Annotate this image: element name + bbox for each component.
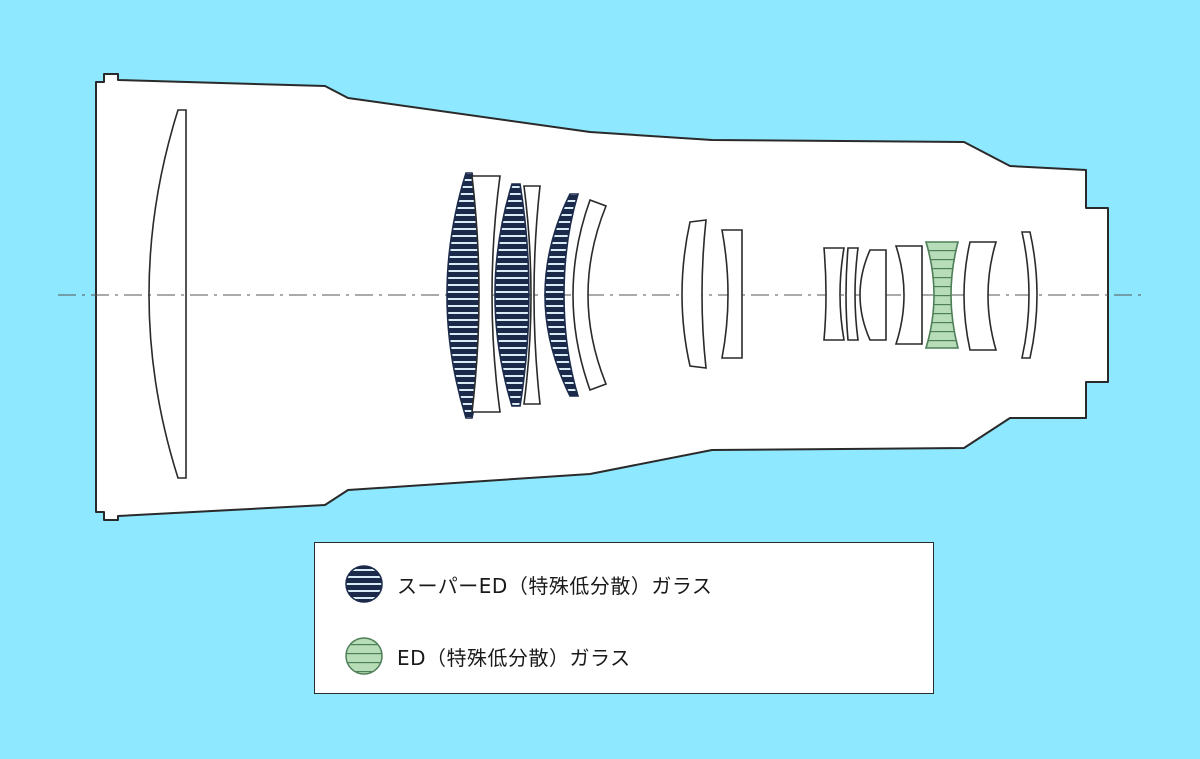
- legend-item-super-ed: スーパーED（特殊低分散）ガラス: [345, 565, 712, 603]
- legend-label-super-ed: スーパーED（特殊低分散）ガラス: [397, 573, 713, 598]
- lens-element-7: [681, 219, 707, 369]
- legend-item-ed: ED（特殊低分散）ガラス: [345, 637, 631, 675]
- front-element: [148, 109, 187, 479]
- lens-barrel-outline: [95, 73, 1109, 521]
- legend-label-ed: ED（特殊低分散）ガラス: [397, 645, 631, 670]
- ed-element: [924, 241, 960, 349]
- lens-element-8: [721, 229, 743, 359]
- rear-element: [1021, 231, 1038, 359]
- lens-element-6: [572, 198, 608, 392]
- super-ed-swatch-icon: [345, 565, 383, 603]
- lens-element-9: [823, 247, 845, 341]
- legend: スーパーED（特殊低分散）ガラス ED（特殊低分散）ガラス: [314, 542, 934, 694]
- super-ed-element-2: [494, 183, 530, 407]
- super-ed-element-3: [544, 193, 580, 397]
- lens-element-13: [963, 241, 998, 351]
- lens-element-5: [523, 185, 541, 405]
- lens-element-11: [859, 249, 887, 341]
- ed-swatch-icon: [345, 637, 383, 675]
- lens-element-12: [894, 245, 923, 345]
- lens-element-4: [471, 175, 501, 413]
- lens-element-10: [845, 247, 859, 341]
